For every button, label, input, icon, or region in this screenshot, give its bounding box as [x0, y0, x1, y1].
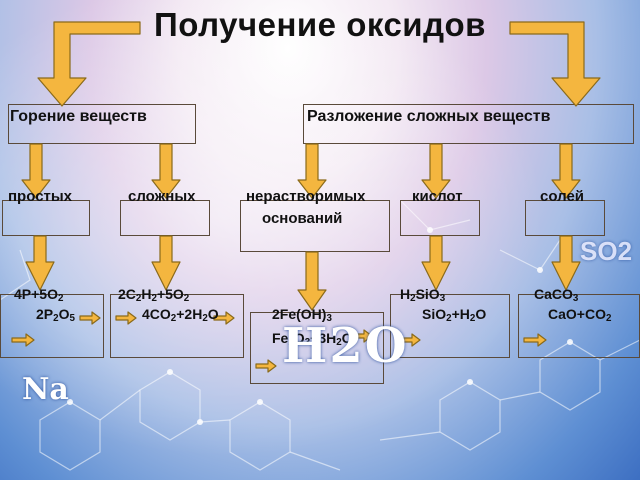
- equation-salts-reactants: CaCO3: [534, 286, 579, 304]
- equation-acids-products: SiO2+H2O: [422, 306, 487, 324]
- label-insoluble: нерастворимых: [246, 188, 366, 205]
- heading-decomposition: Разложение сложных веществ: [307, 108, 551, 125]
- equation-simple-reactants: 4P+5O2: [14, 286, 64, 304]
- box-combustion: [8, 104, 196, 144]
- decoration-na: Na: [22, 372, 69, 407]
- label-simple: простых: [8, 188, 73, 205]
- box-equation-complex: [110, 294, 244, 358]
- box-decomposition: [303, 104, 634, 144]
- page-title: Получение оксидов: [154, 6, 486, 43]
- equation-bases-products: Fe2O3+3H2O: [272, 330, 353, 348]
- equation-salts-products: CaO+CO2: [548, 306, 612, 324]
- equation-complex-reactants: 2C2H2+5O2: [118, 286, 190, 304]
- box-equation-simple: [0, 294, 104, 358]
- box-salts: [525, 200, 605, 236]
- equation-simple-products: 2P2O5: [36, 306, 75, 324]
- label-bases: оснований: [262, 210, 343, 227]
- box-acids: [400, 200, 480, 236]
- box-equation-acids: [390, 294, 510, 358]
- label-complex: сложных: [128, 188, 196, 205]
- equation-bases-reactants: 2Fe(OH)3: [272, 306, 332, 324]
- box-equation-bases: [250, 312, 384, 384]
- equation-complex-products: 4CO2+2H2O: [142, 306, 219, 324]
- label-acids: кислот: [412, 188, 463, 205]
- decoration-h2o: H2O: [282, 318, 409, 374]
- heading-combustion: Горение веществ: [10, 108, 147, 125]
- box-simple: [2, 200, 90, 236]
- decoration-so2: SO2: [580, 236, 633, 266]
- label-salts: солей: [540, 188, 585, 205]
- equation-acids-reactants: H2SiO3: [400, 286, 446, 304]
- box-complex: [120, 200, 210, 236]
